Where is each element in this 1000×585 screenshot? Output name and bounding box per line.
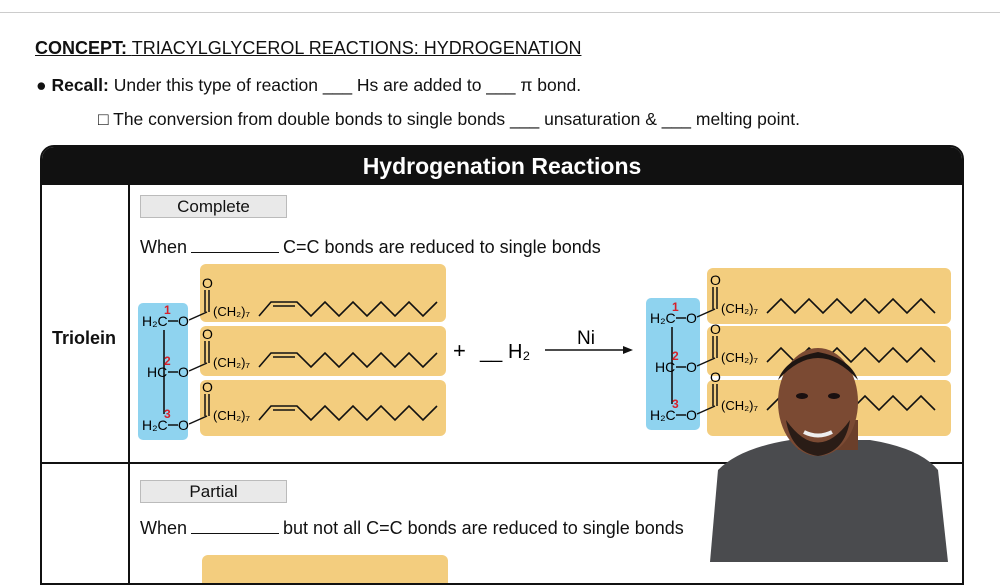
row-label-triolein: Triolein — [52, 328, 117, 348]
methylene-chain-label: (CH₂)₇ — [721, 350, 758, 365]
glycerol-carbon-label: H₂C — [650, 310, 676, 326]
bullet-icon: ● — [36, 75, 47, 95]
concept-title: TRIACYLGLYCEROL REACTIONS: HYDROGENATION — [131, 38, 582, 58]
methylene-chain-label: (CH₂)₇ — [721, 398, 758, 413]
plus-sign: + — [453, 338, 466, 363]
page-title: CONCEPT: TRIACYLGLYCEROL REACTIONS: HYDR… — [35, 38, 581, 59]
methylene-chain-label: (CH₂)₇ — [213, 355, 250, 370]
carbon-position-number: 3 — [164, 407, 171, 421]
hydrogen-reagent: H₂ — [508, 341, 530, 363]
complete-description: C=C bonds are reduced to single bonds — [283, 237, 601, 257]
ester-bond — [696, 405, 716, 415]
partial-description: but not all C=C bonds are reduced to sin… — [283, 518, 684, 538]
sub-point-text: The conversion from double bonds to sing… — [113, 109, 800, 129]
when-label: When — [140, 237, 188, 257]
methylene-chain-label: (CH₂)₇ — [721, 301, 758, 316]
ester-bond — [188, 362, 208, 372]
concept-label: CONCEPT: — [35, 38, 128, 58]
glycerol-backbone-box — [138, 303, 188, 440]
ester-oxygen: O — [178, 364, 189, 380]
partial-when-line: When but not all C=C bonds are reduced to… — [140, 518, 684, 539]
reaction-arrow-group: + __ H₂ Ni — [453, 328, 633, 363]
methylene-chain-label: (CH₂)₇ — [213, 408, 250, 423]
recall-line: ● Recall: Under this type of reaction __… — [36, 75, 581, 96]
glycerol-carbon-label: H₂C — [142, 417, 168, 433]
partial-chain-box — [202, 555, 448, 583]
carbon-position-number: 2 — [164, 354, 171, 368]
carbonyl-oxygen: O — [710, 369, 721, 385]
coefficient-blank: __ — [479, 341, 503, 363]
recall-text: Under this type of reaction ___ Hs are a… — [113, 75, 582, 95]
top-divider — [0, 12, 1000, 13]
ester-oxygen: O — [686, 310, 697, 326]
ester-bond — [696, 357, 716, 367]
fatty-acid-chain-box — [707, 268, 951, 324]
saturated-hydrocarbon-chain — [766, 297, 936, 315]
sub-point: □ The conversion from double bonds to si… — [98, 109, 800, 130]
row-divider — [42, 462, 962, 464]
complete-tag: Complete — [140, 195, 287, 218]
glycerol-carbon-label: H₂C — [142, 313, 168, 329]
unsaturated-hydrocarbon-chain — [258, 404, 438, 422]
carbonyl-oxygen: O — [202, 275, 213, 291]
partial-tag: Partial — [140, 480, 287, 503]
column-divider — [128, 185, 130, 583]
carbon-position-number: 1 — [164, 303, 171, 317]
unsaturated-hydrocarbon-chain — [258, 351, 438, 369]
recall-label: Recall: — [51, 75, 109, 95]
fatty-acid-chain-box — [200, 264, 446, 322]
ester-bond — [696, 308, 716, 318]
carbon-position-number: 3 — [672, 397, 679, 411]
ester-bond — [188, 415, 208, 425]
fill-blank — [191, 520, 280, 534]
carbonyl-oxygen: O — [710, 272, 721, 288]
fill-blank — [191, 239, 280, 253]
glycerol-backbone-box — [646, 298, 700, 430]
glycerol-carbon-label: HC — [147, 364, 167, 380]
carbon-position-number: 2 — [672, 349, 679, 363]
ester-oxygen: O — [686, 407, 697, 423]
complete-when-line: When C=C bonds are reduced to single bond… — [140, 237, 601, 258]
carbonyl-oxygen: O — [710, 321, 721, 337]
ester-oxygen: O — [178, 313, 189, 329]
ester-oxygen: O — [686, 359, 697, 375]
presenter-video — [710, 348, 948, 562]
checkbox-icon: □ — [98, 109, 109, 129]
ester-bond — [188, 311, 208, 321]
carbon-position-number: 1 — [672, 300, 679, 314]
carbonyl-oxygen: O — [202, 379, 213, 395]
glycerol-carbon-label: H₂C — [650, 407, 676, 423]
unsaturated-hydrocarbon-chain — [258, 300, 438, 318]
methylene-chain-label: (CH₂)₇ — [213, 304, 250, 319]
carbonyl-oxygen: O — [202, 326, 213, 342]
ester-oxygen: O — [178, 417, 189, 433]
arrow-head-icon — [623, 346, 633, 354]
glycerol-carbon-label: HC — [655, 359, 675, 375]
when-label: When — [140, 518, 188, 538]
presenter-head — [778, 348, 858, 456]
presenter-shirt — [710, 440, 948, 562]
catalyst-label: Ni — [577, 328, 595, 349]
table-title: Hydrogenation Reactions — [42, 147, 962, 185]
